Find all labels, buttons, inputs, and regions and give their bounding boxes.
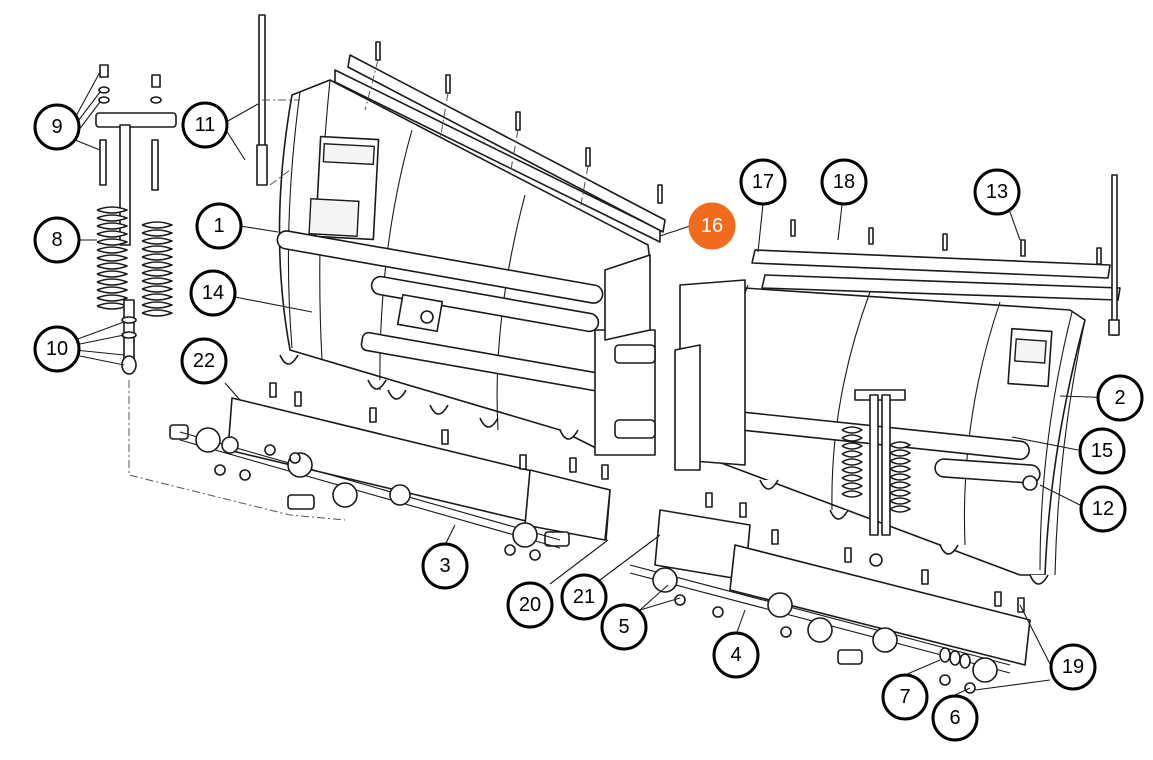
callout-11[interactable]: 11	[181, 101, 229, 149]
callout-20[interactable]: 20	[506, 581, 554, 629]
callout-12[interactable]: 12	[1079, 485, 1127, 533]
left-top-bolts	[364, 41, 663, 211]
callout-14[interactable]: 14	[189, 269, 237, 317]
callout-4[interactable]: 4	[712, 631, 760, 679]
callout-18[interactable]: 18	[820, 158, 868, 206]
callout-19[interactable]: 19	[1049, 643, 1097, 691]
callout-10[interactable]: 10	[33, 325, 81, 373]
callout-22[interactable]: 22	[180, 337, 228, 385]
right-moldboard	[674, 249, 1121, 585]
right-top-bolts	[790, 219, 1102, 265]
leader-lines	[74, 71, 1121, 696]
callout-15[interactable]: 15	[1078, 427, 1126, 475]
callout-16[interactable]: 16	[688, 202, 736, 250]
callout-3[interactable]: 3	[421, 542, 469, 590]
callout-2[interactable]: 2	[1096, 374, 1144, 422]
right-springs-assembly	[841, 389, 911, 567]
left-moldboard	[276, 54, 666, 456]
left-marker-rod	[256, 14, 300, 186]
callout-9[interactable]: 9	[33, 103, 81, 151]
callout-8[interactable]: 8	[33, 216, 81, 264]
callout-21[interactable]: 21	[560, 573, 608, 621]
callout-6[interactable]: 6	[931, 694, 979, 742]
callout-1[interactable]: 1	[195, 202, 243, 250]
right-marker-rod	[1108, 174, 1120, 336]
callout-7[interactable]: 7	[881, 673, 929, 721]
callout-5[interactable]: 5	[600, 603, 648, 651]
callout-13[interactable]: 13	[973, 168, 1021, 216]
left-cutting-edge-assembly	[169, 382, 611, 561]
callout-17[interactable]: 17	[739, 158, 787, 206]
